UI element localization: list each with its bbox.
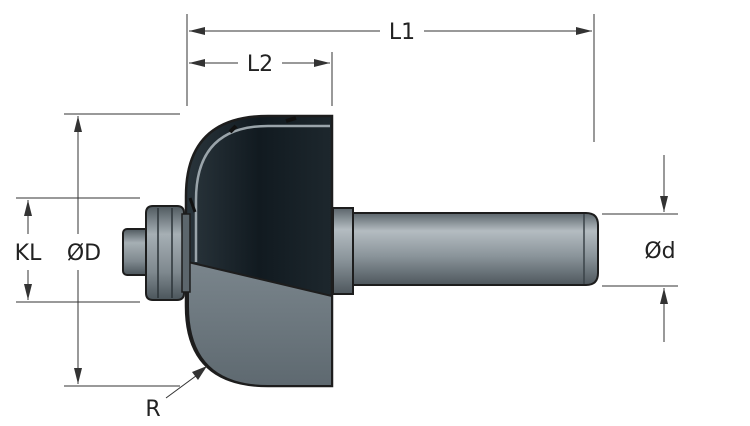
arrow-up-icon [24,200,32,216]
shank-body [352,212,599,286]
arrow-icon [192,366,207,380]
label-od-large: ØD [67,241,101,266]
bearing-spacer [181,213,191,293]
carbide-face [187,260,333,387]
cutter-body [184,114,334,388]
arrow-right-icon [576,27,592,35]
arrow-down-icon [24,284,32,300]
arrow-up-icon [660,288,668,304]
arrow-left-icon [189,59,205,67]
bearing [122,205,191,301]
label-l1: L1 [389,20,415,45]
label-kl: KL [15,241,42,266]
shank-collar [332,207,354,295]
bearing-ring [145,205,185,301]
label-r: R [145,397,160,422]
shank [332,207,599,295]
dimension-labels: L1 L2 KL ØD Ød R [15,20,676,422]
arrow-left-icon [189,27,205,35]
label-l2: L2 [247,52,273,77]
arrow-right-icon [314,59,330,67]
cove-edge-highlight [194,124,330,262]
label-od-small: Ød [644,239,675,264]
arrow-down-icon [660,196,668,212]
arrow-down-icon [74,368,82,384]
arrow-up-icon [74,116,82,132]
dimension-lines [16,14,678,399]
